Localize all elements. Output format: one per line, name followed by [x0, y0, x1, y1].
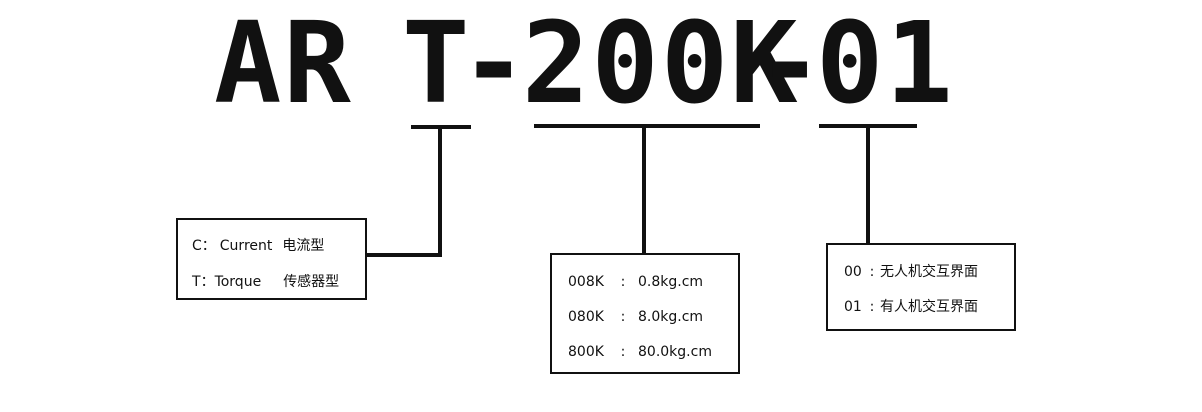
type-code-connector-vertical [438, 127, 442, 257]
hmi-separator: : [869, 264, 875, 280]
hmi-separator: : [869, 299, 875, 315]
legend-chinese-name: 电流型 [282, 238, 325, 254]
model-prefix: AR [214, 0, 353, 129]
legend-name: Current [219, 238, 273, 254]
torque-code: 008K [568, 274, 604, 290]
legend-chinese-name: 传感器型 [283, 274, 340, 290]
legend-code: T [192, 274, 201, 290]
hmi-row-00: 00: 无人机交互界面 [844, 263, 978, 281]
type-code-connector-horizontal [366, 253, 442, 257]
torque-value: 80.0kg.cm [638, 344, 712, 360]
legend-row-torque: T：Torque 传感器型 [192, 273, 339, 291]
torque-separator: : [620, 344, 626, 360]
hmi-code-legend-box: 00: 无人机交互界面 01: 有人机交互界面 [826, 243, 1016, 331]
torque-separator: : [620, 274, 626, 290]
legend-separator: ： [201, 238, 216, 254]
model-type-code: T [402, 0, 472, 129]
hmi-description: 有人机交互界面 [880, 299, 978, 315]
hmi-description: 无人机交互界面 [880, 264, 978, 280]
legend-code: C [192, 238, 202, 254]
model-torque-code: 200K [522, 0, 800, 129]
model-separator-2: - [756, 0, 826, 129]
hmi-code-connector-vertical [866, 126, 870, 244]
torque-code: 800K [568, 344, 604, 360]
model-hmi-code: 01 [816, 0, 955, 129]
legend-separator: ： [200, 274, 215, 290]
legend-row-current: C：Current 电流型 [192, 237, 324, 255]
model-separator-1: - [460, 0, 530, 129]
hmi-row-01: 01: 有人机交互界面 [844, 298, 978, 316]
legend-name: Torque [214, 274, 262, 290]
torque-separator: : [620, 309, 626, 325]
torque-row-080k: 080K:8.0kg.cm [568, 308, 703, 326]
torque-row-008k: 008K:0.8kg.cm [568, 273, 703, 291]
hmi-code: 00 [844, 264, 862, 280]
torque-value: 8.0kg.cm [638, 309, 704, 325]
torque-code-connector-vertical [642, 126, 646, 254]
hmi-code: 01 [844, 299, 862, 315]
torque-code-underline [534, 124, 760, 128]
torque-code: 080K [568, 309, 604, 325]
torque-value: 0.8kg.cm [638, 274, 704, 290]
torque-code-legend-box: 008K:0.8kg.cm 080K:8.0kg.cm 800K:80.0kg.… [550, 253, 740, 374]
torque-row-800k: 800K:80.0kg.cm [568, 343, 712, 361]
